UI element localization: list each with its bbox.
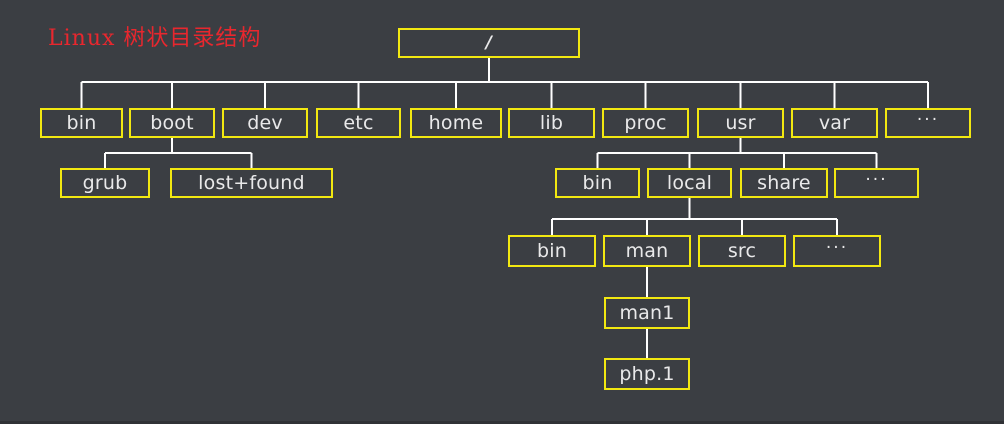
tree-node-usr-local[interactable]: local [647,168,732,198]
tree-node-grub[interactable]: grub [60,168,150,198]
tree-node-lostfound[interactable]: lost+found [170,168,333,198]
tree-node-bin[interactable]: bin [40,108,123,138]
tree-node-php1[interactable]: php.1 [604,358,690,390]
tree-node-home[interactable]: home [410,108,502,138]
tree-node-lib[interactable]: lib [508,108,595,138]
tree-node-local-man[interactable]: man [603,235,691,267]
tree-node-man1[interactable]: man1 [604,297,690,329]
tree-node-etc[interactable]: etc [316,108,401,138]
page-title: Linux 树状目录结构 [48,26,262,51]
tree-node-usr-share[interactable]: share [740,168,828,198]
tree-node-proc[interactable]: proc [602,108,689,138]
tree-node-var[interactable]: var [791,108,878,138]
tree-node-root-more[interactable]: ··· [885,108,971,138]
tree-node-dev[interactable]: dev [222,108,308,138]
tree-node-local-src[interactable]: src [698,235,786,267]
tree-node-local-more[interactable]: ··· [793,235,881,267]
tree-node-boot[interactable]: boot [129,108,215,138]
tree-node-usr-more[interactable]: ··· [834,168,919,198]
tree-node-usr-bin[interactable]: bin [555,168,640,198]
tree-node-usr[interactable]: usr [697,108,784,138]
tree-node-root[interactable]: / [398,28,580,58]
tree-node-local-bin[interactable]: bin [508,235,596,267]
